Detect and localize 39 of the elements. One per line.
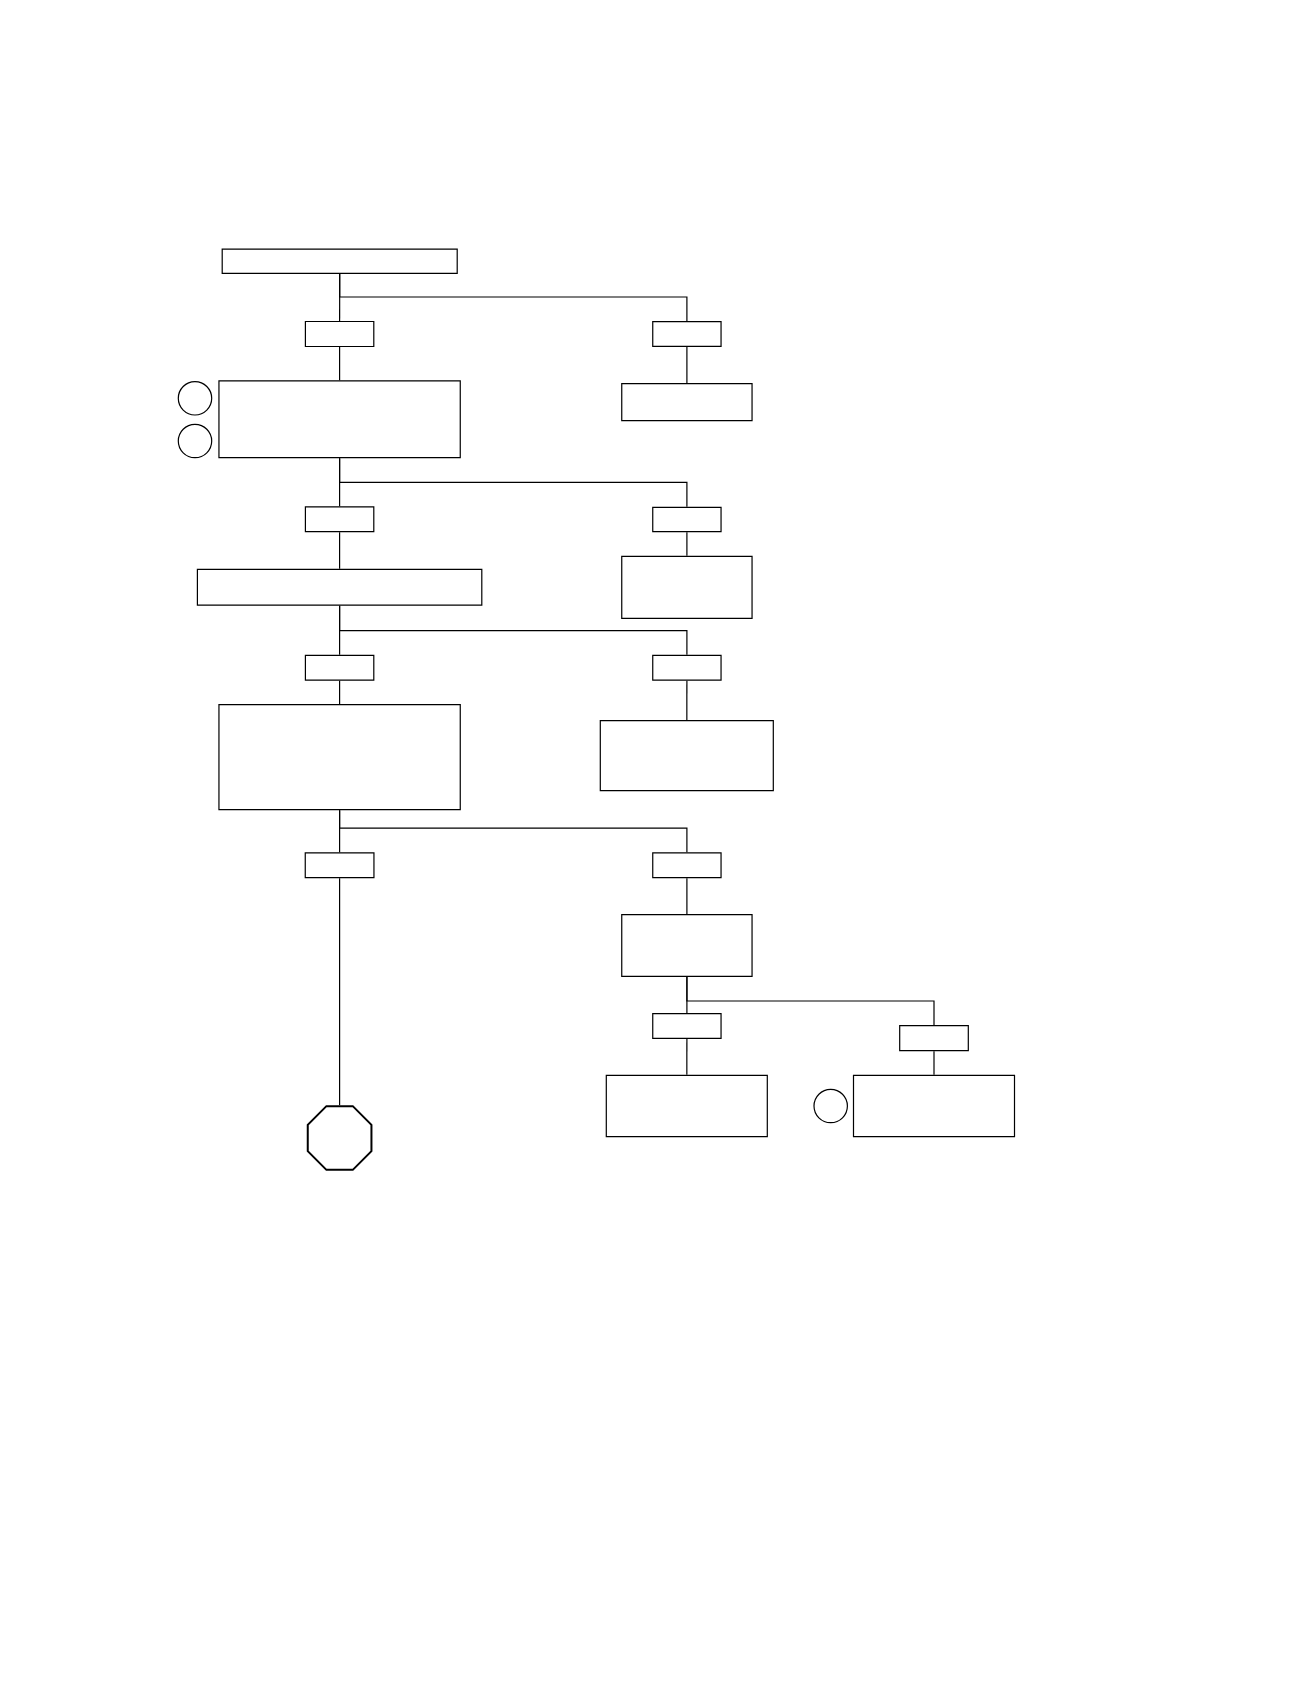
circle — [177, 381, 213, 416]
connector-line — [933, 1050, 935, 1076]
box — [652, 1013, 722, 1039]
connector-line — [686, 976, 935, 1026]
connector-line — [686, 680, 688, 721]
box — [605, 1074, 768, 1138]
box — [621, 914, 753, 977]
box — [652, 506, 722, 533]
connector-line — [339, 605, 688, 656]
box — [652, 321, 722, 347]
box — [218, 704, 461, 811]
connector-line — [686, 877, 688, 915]
box — [652, 852, 722, 879]
box — [221, 248, 458, 274]
box — [218, 380, 461, 459]
connector-line — [339, 877, 341, 1106]
connector-line — [339, 680, 341, 705]
box — [304, 852, 375, 879]
connector-line — [339, 346, 341, 381]
circle — [813, 1088, 848, 1124]
box — [899, 1025, 969, 1052]
connector-line — [339, 809, 688, 853]
connector-line — [686, 346, 688, 384]
octagon — [306, 1105, 373, 1171]
box — [304, 506, 375, 533]
box — [621, 555, 753, 619]
connector-line — [686, 1038, 688, 1076]
box — [852, 1074, 1016, 1138]
box — [304, 320, 375, 348]
box — [652, 654, 722, 681]
connector-line — [339, 457, 688, 508]
box — [196, 568, 483, 606]
box — [304, 654, 375, 681]
box — [599, 720, 774, 792]
connector-line — [686, 531, 688, 557]
circle — [177, 423, 213, 459]
connector-line — [339, 531, 341, 570]
connector-line — [339, 273, 688, 322]
box — [621, 383, 753, 422]
